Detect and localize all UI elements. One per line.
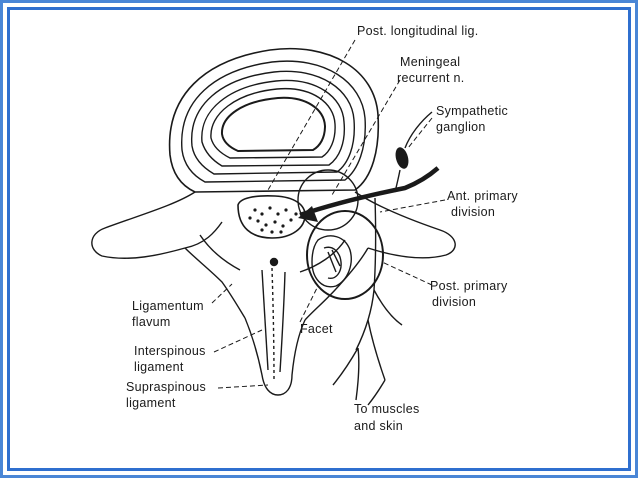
label-supraspinous-line2: ligament — [126, 396, 176, 410]
spinous-process — [244, 257, 306, 396]
label-ligamentum-line1: Ligamentum — [132, 299, 204, 313]
label-muscles-line1: To muscles — [354, 402, 420, 416]
labels: Post. longitudinal lig. Meningeal recurr… — [126, 24, 518, 433]
label-facet: Facet — [300, 322, 333, 336]
label-meningeal-line2: recurrent n. — [397, 71, 465, 85]
leader-lines — [211, 39, 446, 389]
label-ligamentum-line2: flavum — [132, 315, 171, 329]
label-interspinous-line1: Interspinous — [134, 344, 206, 358]
label-ant-primary-line2: division — [451, 205, 495, 219]
label-post-longitudinal-lig: Post. longitudinal lig. — [357, 24, 479, 38]
nerve-root — [298, 111, 440, 406]
label-sympathetic-line1: Sympathetic — [436, 104, 508, 118]
label-ant-primary-line1: Ant. primary — [447, 189, 518, 203]
label-post-primary-line1: Post. primary — [430, 279, 508, 293]
facet-circle — [306, 210, 384, 300]
cauda-equina-dots — [248, 206, 298, 234]
facet-joint — [311, 235, 352, 288]
label-supraspinous-line1: Supraspinous — [126, 380, 206, 394]
label-interspinous-line2: ligament — [134, 360, 184, 374]
label-sympathetic-line2: ganglion — [436, 120, 486, 134]
label-post-primary-line2: division — [432, 295, 476, 309]
inner-frame — [7, 7, 631, 471]
vertebral-arch — [91, 191, 456, 321]
label-meningeal-line1: Meningeal — [400, 55, 460, 69]
label-muscles-line2: and skin — [354, 419, 403, 433]
